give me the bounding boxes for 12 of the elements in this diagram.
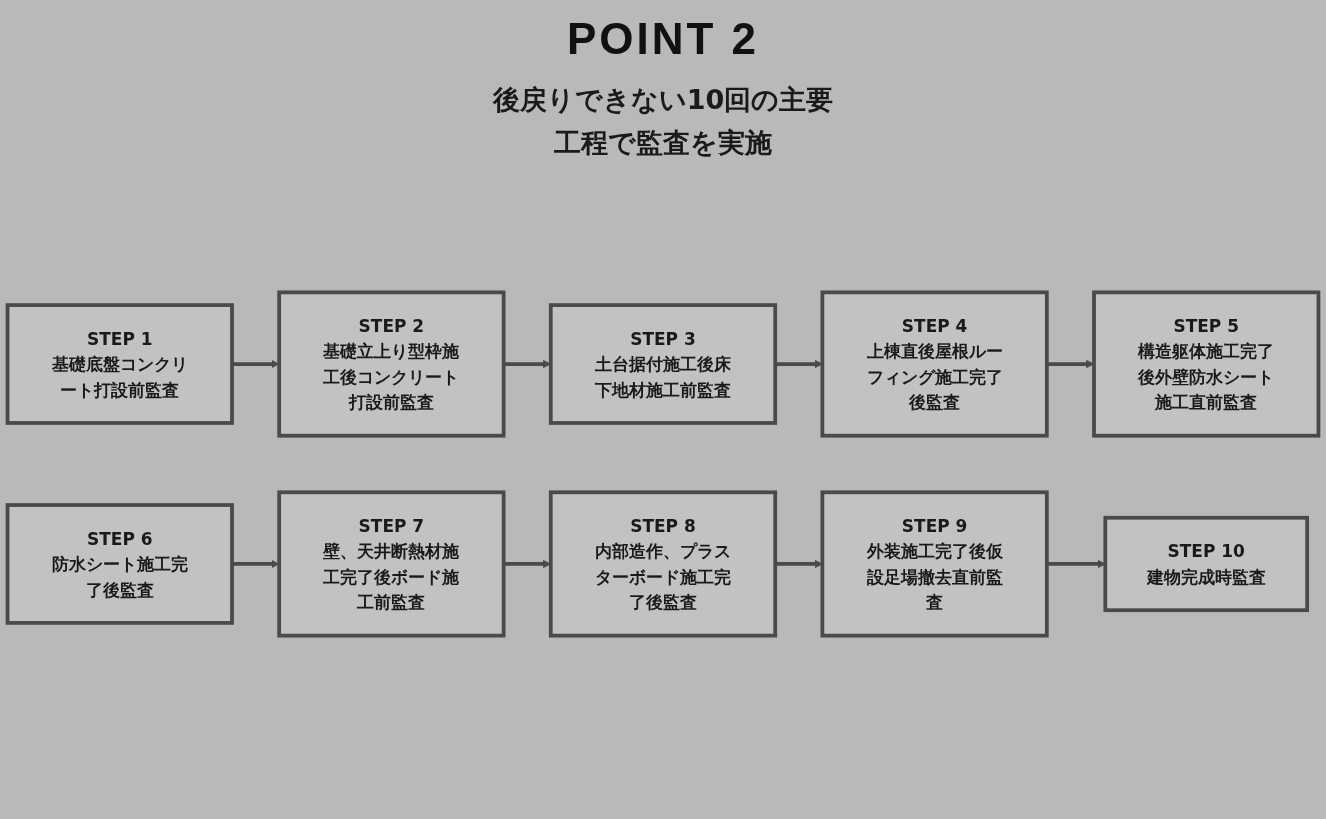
node-box: STEP 10 建物完成時監査: [1103, 516, 1310, 613]
node-box: STEP 3 土台据付施工後床下地材施工前監査: [548, 303, 778, 426]
node-box: STEP 5 構造躯体施工完了後外壁防水シート施工直前監査: [1092, 290, 1321, 438]
subtitle: 後戻りできない10回の主要工程で監査を実施: [491, 83, 835, 161]
node-box: STEP 9 外装施工完了後仮設足場撤去直前監査: [820, 490, 1049, 638]
node-box: STEP 2 基礎立上り型枠施工後コンクリート打設前監査: [277, 290, 506, 438]
node-box: STEP 4 上棟直後屋根ルーフィング施工完了後監査: [820, 290, 1049, 438]
node-box: STEP 1 基礎底盤コンクリート打設前監査: [5, 303, 234, 426]
node-box: STEP 7 壁、天井断熱材施工完了後ボード施工前監査: [277, 490, 506, 638]
title: POINT 2: [566, 14, 760, 64]
node-box: STEP 6 防水シート施工完了後監査: [5, 503, 234, 626]
node-box: STEP 8 内部造作、プラスターボード施工完了後監査: [548, 490, 778, 638]
